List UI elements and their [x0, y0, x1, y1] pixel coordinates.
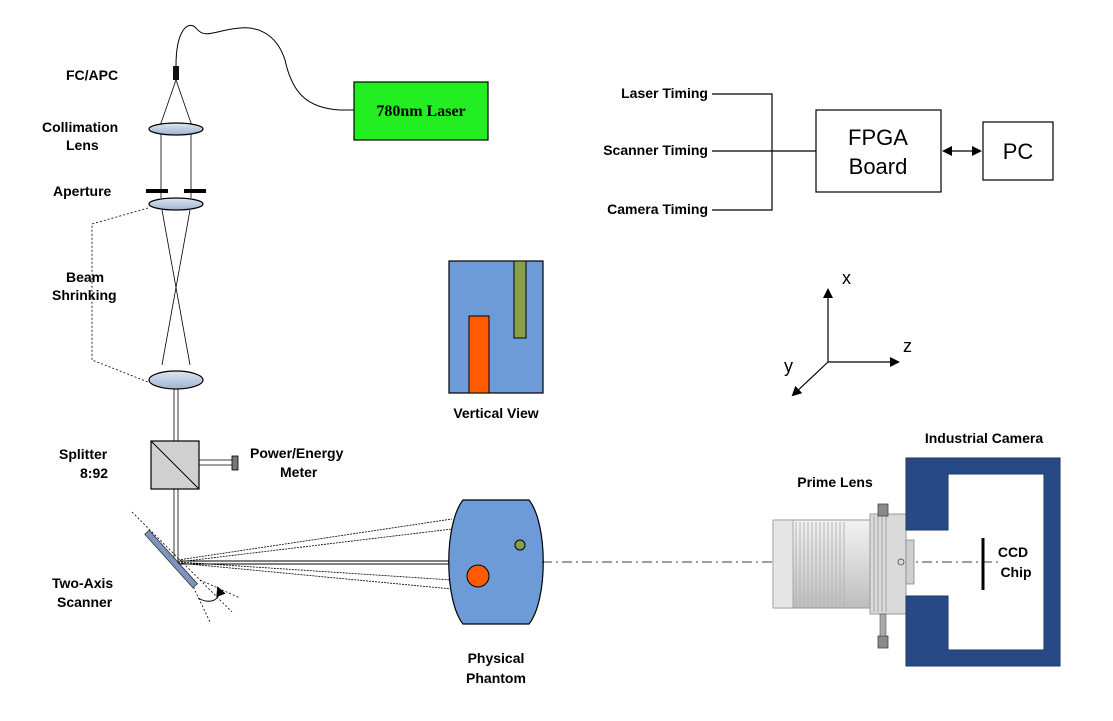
- physical-label: Physical: [468, 650, 525, 666]
- aperture-blade-left: [146, 189, 168, 193]
- fpga-label: FPGA: [848, 125, 908, 150]
- vertical-view-label: Vertical View: [453, 405, 538, 421]
- beam-label: Beam: [66, 269, 104, 285]
- phantom-label: Phantom: [466, 670, 526, 686]
- power-energy-meter-sensor: [231, 455, 239, 471]
- prime-lens: [772, 503, 915, 649]
- axis-y-label: y: [784, 356, 793, 376]
- axis-y-arrow: [791, 361, 829, 397]
- aperture-lens: [148, 197, 204, 211]
- phantom-green-inclusion: [514, 539, 526, 551]
- laser-label: 780nm Laser: [376, 103, 465, 120]
- laser-timing-label: Laser Timing: [621, 85, 708, 101]
- axis-x-label: x: [842, 268, 851, 288]
- camera-timing-label: Camera Timing: [607, 201, 708, 217]
- beam-shrinking-bracket: [91, 207, 149, 383]
- physical-phantom: [448, 499, 544, 625]
- fc-apc-connector: [173, 66, 179, 80]
- board-label: Board: [849, 154, 908, 179]
- pc-box: [982, 121, 1054, 181]
- splitter-ratio-label: 8:92: [80, 465, 108, 481]
- meter-label: Meter: [280, 464, 318, 480]
- rotation-arrow: [197, 586, 226, 602]
- optical-fiber: [175, 25, 356, 111]
- two-axis-label: Two-Axis: [52, 575, 113, 591]
- fpga-board-box: [815, 109, 942, 193]
- industrial-camera-label: Industrial Camera: [925, 430, 1043, 446]
- shrinking-lens: [148, 370, 204, 390]
- aperture-label: Aperture: [53, 183, 112, 199]
- collimation-lens-label: Lens: [66, 137, 99, 153]
- prime-lens-label: Prime Lens: [797, 474, 873, 490]
- shrinking-label: Shrinking: [52, 287, 117, 303]
- pc-label: PC: [1003, 139, 1034, 164]
- ccd-label: CCD: [998, 544, 1028, 560]
- industrial-camera-body: [905, 457, 1061, 667]
- chip-label: Chip: [1000, 564, 1031, 580]
- phantom-orange-inclusion: [466, 564, 490, 588]
- collimation-lens: [148, 122, 204, 136]
- axis-z-label: z: [903, 336, 912, 356]
- power-energy-label: Power/Energy: [250, 445, 344, 461]
- scanner-mirror: [144, 529, 198, 589]
- vertical-view-orange-inclusion: [468, 315, 490, 394]
- timing-bus: [712, 93, 816, 211]
- vertical-view-phantom: [448, 260, 544, 394]
- splitter-label: Splitter: [59, 446, 108, 462]
- fc-apc-label: FC/APC: [66, 67, 118, 83]
- scanner-label: Scanner: [57, 594, 113, 610]
- scanner-timing-label: Scanner Timing: [603, 142, 708, 158]
- vertical-view-green-inclusion: [513, 260, 527, 339]
- laser-source-box: [353, 81, 489, 141]
- collimation-label: Collimation: [42, 119, 118, 135]
- aperture-blade-right: [184, 189, 206, 193]
